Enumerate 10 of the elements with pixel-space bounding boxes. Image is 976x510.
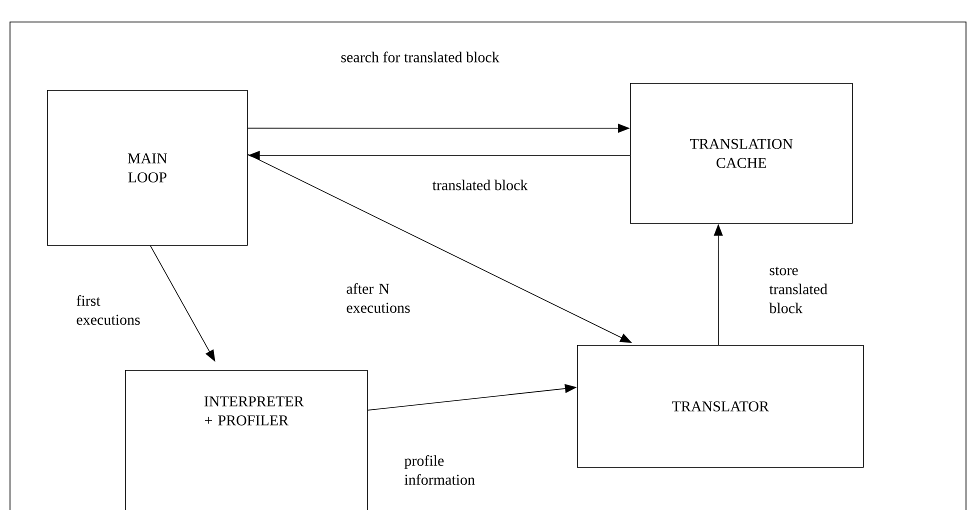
edge-label: store translated block [769,266,828,314]
edge-label: first executions [76,295,140,325]
edge-label: search for translated block [341,52,500,62]
edge-label: translated block [432,180,528,190]
process-box: INTERPRETER + PROFILER [125,370,368,510]
process-box: MAIN LOOP [47,90,248,246]
process-box: TRANSLATION CACHE [630,83,853,224]
process-box: TRANSLATOR [577,345,864,468]
edge-label: after N executions [346,283,410,313]
edge-label: profile information [404,455,475,485]
